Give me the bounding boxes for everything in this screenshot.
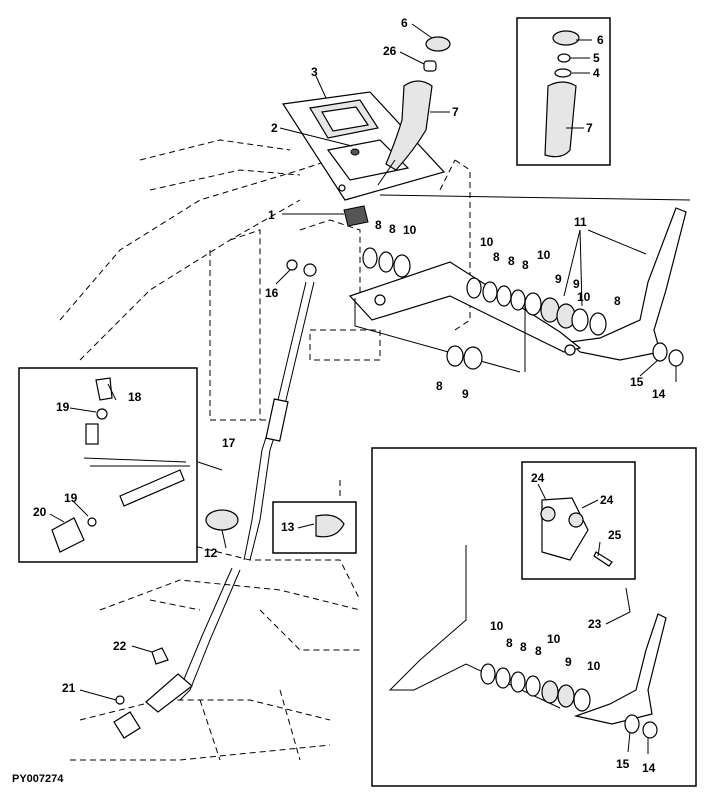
callout-21: 21 (62, 681, 76, 695)
callout-18: 18 (128, 390, 142, 404)
callout-1: 1 (268, 208, 275, 222)
callout-8-j: 8 (535, 644, 542, 658)
callout-8-i: 8 (520, 640, 527, 654)
callout-14-b: 14 (642, 761, 656, 775)
callout-8-a: 8 (375, 218, 382, 232)
callout-12: 12 (204, 546, 218, 560)
callout-10-d: 10 (577, 290, 591, 304)
callout-8-d: 8 (508, 254, 515, 268)
callout-8-g: 8 (436, 379, 443, 393)
callout-19-b: 19 (64, 491, 78, 505)
callout-13: 13 (281, 520, 295, 534)
callout-17: 17 (222, 436, 236, 450)
callout-7: 7 (452, 105, 459, 119)
callout-24-a: 24 (531, 471, 545, 485)
callout-6: 6 (401, 16, 408, 30)
callout-10-e: 10 (490, 619, 504, 633)
inset-knob-detail (516, 17, 611, 166)
callout-8-b: 8 (389, 222, 396, 236)
washer-stack-upper (286, 247, 684, 370)
callout-20: 20 (33, 505, 47, 519)
callout-8-f: 8 (614, 294, 621, 308)
shift-cable (113, 263, 317, 739)
cable-end-inset (18, 367, 198, 563)
callout-5: 5 (593, 51, 600, 65)
callout-16: 16 (265, 286, 279, 300)
callout-26: 26 (383, 44, 397, 58)
callout-8-h: 8 (506, 636, 513, 650)
callout-22: 22 (113, 639, 127, 653)
callout-23: 23 (588, 617, 602, 631)
callout-15-b: 15 (616, 757, 630, 771)
callout-9-c: 9 (462, 387, 469, 401)
shift-knob-assembly (377, 36, 451, 186)
leader-lines (49, 23, 677, 754)
callout-10-c: 10 (537, 248, 551, 262)
callout-8-e: 8 (522, 258, 529, 272)
callout-24-b: 24 (600, 493, 614, 507)
callout-10-b: 10 (480, 235, 494, 249)
callout-9-d: 9 (565, 655, 572, 669)
grommet-inset-13 (272, 501, 357, 554)
detail-inset-lower (371, 447, 697, 787)
callout-25: 25 (608, 528, 622, 542)
figure-id: PY007274 (12, 773, 64, 785)
callout-8-c: 8 (493, 250, 500, 264)
bushing-part-1 (343, 205, 369, 227)
plug-part-12 (205, 509, 239, 531)
callout-4: 4 (593, 66, 600, 80)
shifter-boot-plate (281, 91, 446, 201)
callout-10-a: 10 (403, 223, 417, 237)
shift-lever-linkage (348, 194, 691, 373)
callout-10-g: 10 (587, 659, 601, 673)
callout-14: 14 (652, 387, 666, 401)
callout-15: 15 (630, 375, 644, 389)
callout-2: 2 (271, 121, 278, 135)
callout-11: 11 (574, 215, 587, 229)
callout-3: 3 (311, 65, 318, 79)
callout-19-a: 19 (56, 400, 70, 414)
callout-labels: 1 2 3 6 26 7 6 5 4 7 11 8 8 10 10 8 8 8 … (33, 16, 666, 775)
callout-10-f: 10 (547, 632, 561, 646)
callout-9-a: 9 (555, 272, 562, 286)
callout-7-inset: 7 (586, 121, 593, 135)
callout-9-b: 9 (573, 277, 580, 291)
callout-6-inset: 6 (597, 33, 604, 47)
